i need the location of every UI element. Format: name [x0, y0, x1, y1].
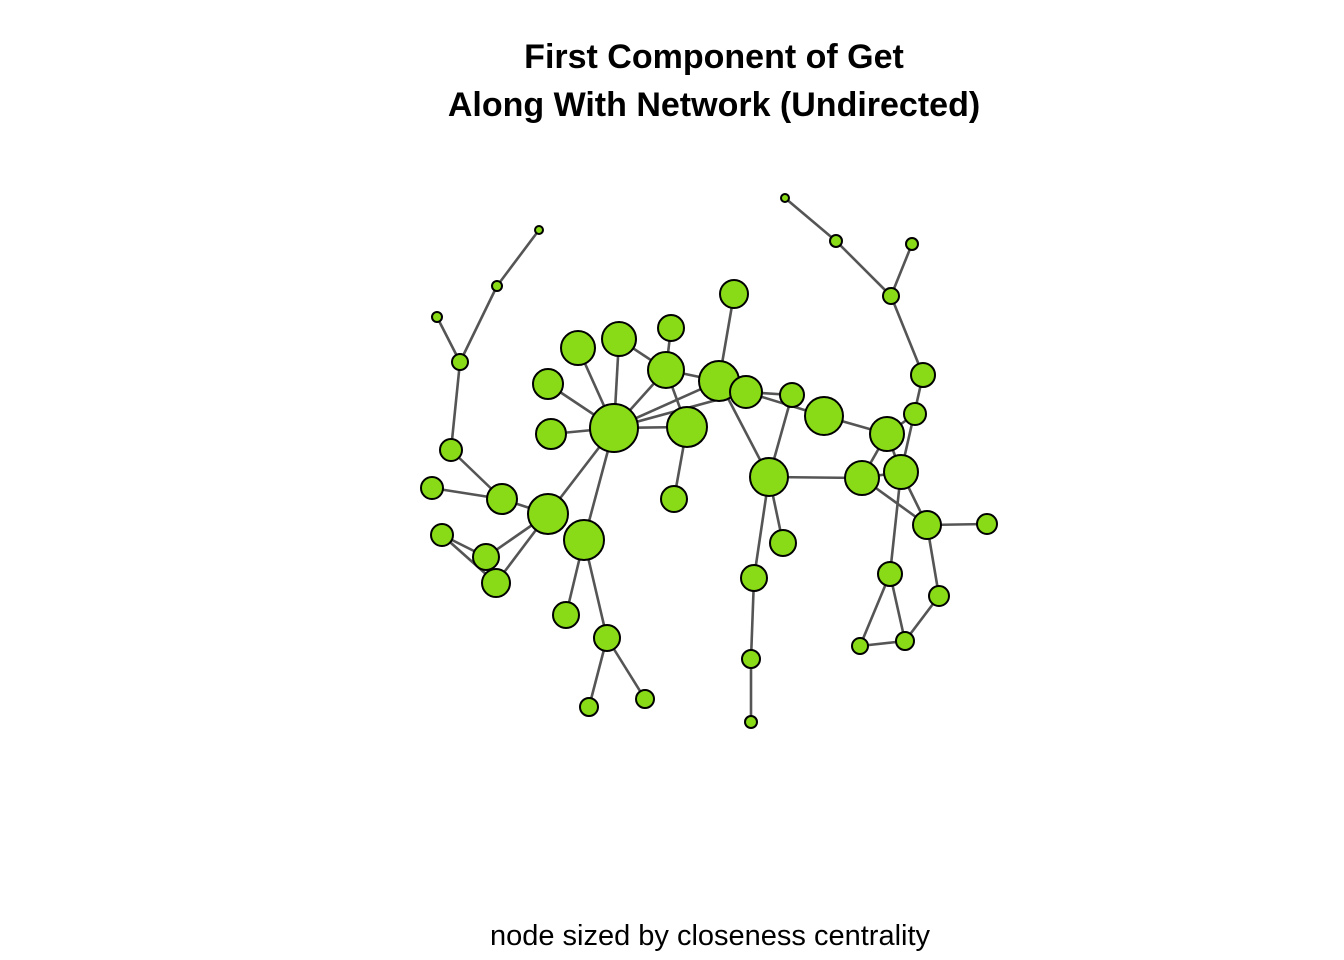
network-node	[741, 649, 761, 669]
network-edge	[495, 229, 541, 287]
network-node	[666, 406, 708, 448]
network-node	[593, 624, 621, 652]
chart-caption: node sized by closeness centrality	[489, 920, 931, 952]
network-edge	[835, 240, 892, 297]
network-edge	[458, 285, 499, 363]
network-node	[869, 416, 905, 452]
network-node	[910, 362, 936, 388]
network-node	[552, 601, 580, 629]
network-node	[779, 382, 805, 408]
network-node	[719, 279, 749, 309]
network-node	[660, 485, 688, 513]
network-node	[430, 523, 454, 547]
network-node	[527, 493, 569, 535]
network-node	[905, 237, 919, 251]
network-node	[439, 438, 463, 462]
network-node	[579, 697, 599, 717]
network-node	[895, 631, 915, 651]
chart-title-line-1: First Component of Get	[524, 38, 904, 76]
network-node	[780, 193, 790, 203]
network-node	[844, 460, 880, 496]
network-node	[903, 402, 927, 426]
network-node	[928, 585, 950, 607]
network-node	[420, 476, 444, 500]
network-node	[534, 225, 544, 235]
network-edge	[889, 243, 914, 297]
network-node	[472, 543, 500, 571]
network-node	[601, 321, 637, 357]
network-node	[804, 396, 844, 436]
network-node	[769, 529, 797, 557]
network-node	[744, 715, 758, 729]
network-node	[535, 418, 567, 450]
network-node	[883, 454, 919, 490]
network-node	[740, 564, 768, 592]
network-node	[560, 330, 596, 366]
network-node	[976, 513, 998, 535]
network-node	[749, 457, 789, 497]
network-node	[912, 510, 942, 540]
chart-title-line-2: Along With Network (Undirected)	[447, 86, 981, 124]
network-node	[589, 403, 639, 453]
network-node	[657, 314, 685, 342]
network-edge	[784, 197, 837, 242]
network-node	[882, 287, 900, 305]
network-node	[877, 561, 903, 587]
network-node	[532, 368, 564, 400]
network-node	[829, 234, 843, 248]
network-node	[729, 375, 763, 409]
network-node	[481, 568, 511, 598]
network-node	[563, 519, 605, 561]
network-node	[491, 280, 503, 292]
network-node	[851, 637, 869, 655]
network-edge	[449, 361, 462, 451]
network-node	[635, 689, 655, 709]
network-node	[647, 351, 685, 389]
network-node	[431, 311, 443, 323]
network-nodes	[420, 193, 998, 729]
network-edge	[889, 295, 925, 376]
network-node	[451, 353, 469, 371]
network-node	[486, 483, 518, 515]
